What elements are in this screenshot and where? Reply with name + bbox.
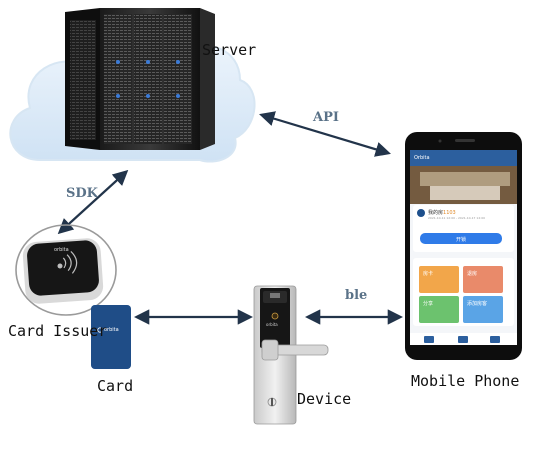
- mobile-phone-label: Mobile Phone: [411, 372, 520, 390]
- api-connection-arrow: [259, 111, 391, 157]
- server-rack-icon: [65, 8, 215, 150]
- device-label: Device: [297, 390, 352, 408]
- phone-unlock-button: 开锁: [456, 237, 467, 243]
- phone-room-title: 我的房1103: [428, 209, 456, 216]
- phone-tile-label: 添加房客: [467, 301, 488, 307]
- phone-room-info: 2021-10-11 12:00 - 2021-10-17 12:00: [428, 216, 486, 220]
- reader-logo: orbita: [54, 247, 69, 253]
- phone-tile-label: 分享: [423, 301, 434, 307]
- lock-logo: orbita: [266, 322, 278, 327]
- sdk-label: SDK: [66, 186, 98, 201]
- rfid-card-icon: [91, 305, 131, 369]
- card-issuer-reader-icon: [15, 224, 117, 316]
- mobile-phone-icon: [405, 132, 522, 360]
- phone-tile-label: 退房: [467, 271, 478, 277]
- door-lock-device-icon: [253, 285, 329, 425]
- api-label: API: [313, 110, 339, 125]
- card-logo: orbita: [104, 327, 119, 333]
- phone-tile-label: 房卡: [423, 271, 434, 277]
- phone-app-title: Orbita: [414, 155, 430, 161]
- card-label: Card: [97, 377, 134, 395]
- room-title-text: 我的房: [428, 210, 444, 216]
- sdk-connection-arrow: [57, 169, 129, 235]
- ble-label: ble: [345, 288, 368, 303]
- server-label: Server: [202, 41, 257, 59]
- card-issuer-label: Card Issuer: [8, 322, 108, 340]
- room-number: 1103: [443, 210, 456, 216]
